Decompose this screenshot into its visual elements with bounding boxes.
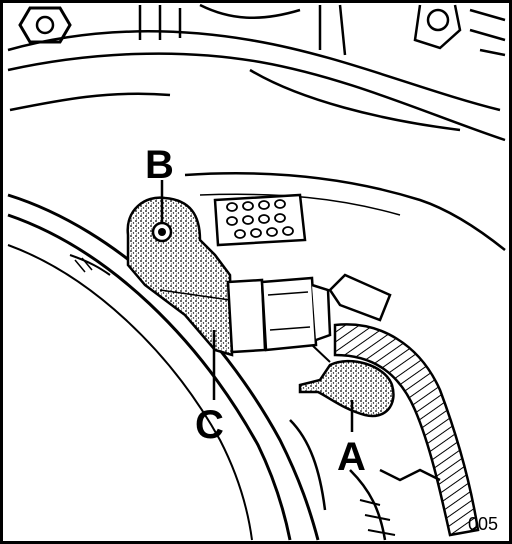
upper-engine-parts [7, 3, 506, 142]
body-contour-inner [199, 193, 401, 216]
wiring-conduit [333, 323, 480, 537]
body-contour [184, 172, 506, 251]
cable-plug [328, 273, 392, 322]
cable-clip-a [298, 344, 395, 418]
lower-hoses [289, 419, 441, 541]
callout-label-c: C [195, 403, 224, 447]
callout-label-b: B [145, 143, 174, 187]
electrical-connector [226, 276, 332, 354]
fuse-connector-block [213, 193, 307, 247]
figure-number: 005 [468, 514, 498, 534]
wheel-arch-panel [7, 193, 320, 541]
callout-label-a: A [337, 435, 366, 479]
mounting-bolt-b [151, 221, 173, 243]
